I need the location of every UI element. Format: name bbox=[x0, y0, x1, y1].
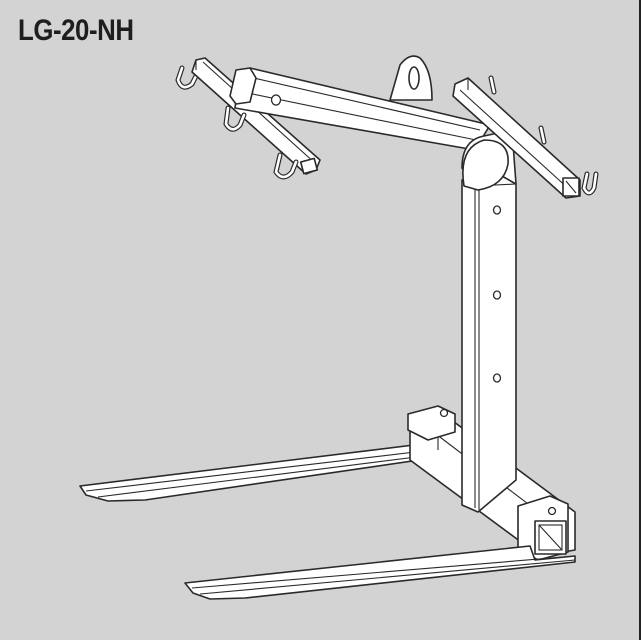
fork-tine-front bbox=[184, 545, 576, 600]
top-beam bbox=[229, 55, 517, 191]
model-title: LG-20-NH bbox=[18, 14, 134, 47]
mast-hole bbox=[492, 205, 502, 215]
mast-hole bbox=[492, 373, 502, 383]
lifting-eye-slot bbox=[408, 66, 420, 90]
fork-tine-back bbox=[79, 442, 434, 502]
mast-hole bbox=[492, 290, 502, 300]
right-hook-crossbar bbox=[452, 75, 599, 199]
vertical-mast bbox=[461, 175, 517, 513]
front-socket bbox=[517, 495, 569, 561]
